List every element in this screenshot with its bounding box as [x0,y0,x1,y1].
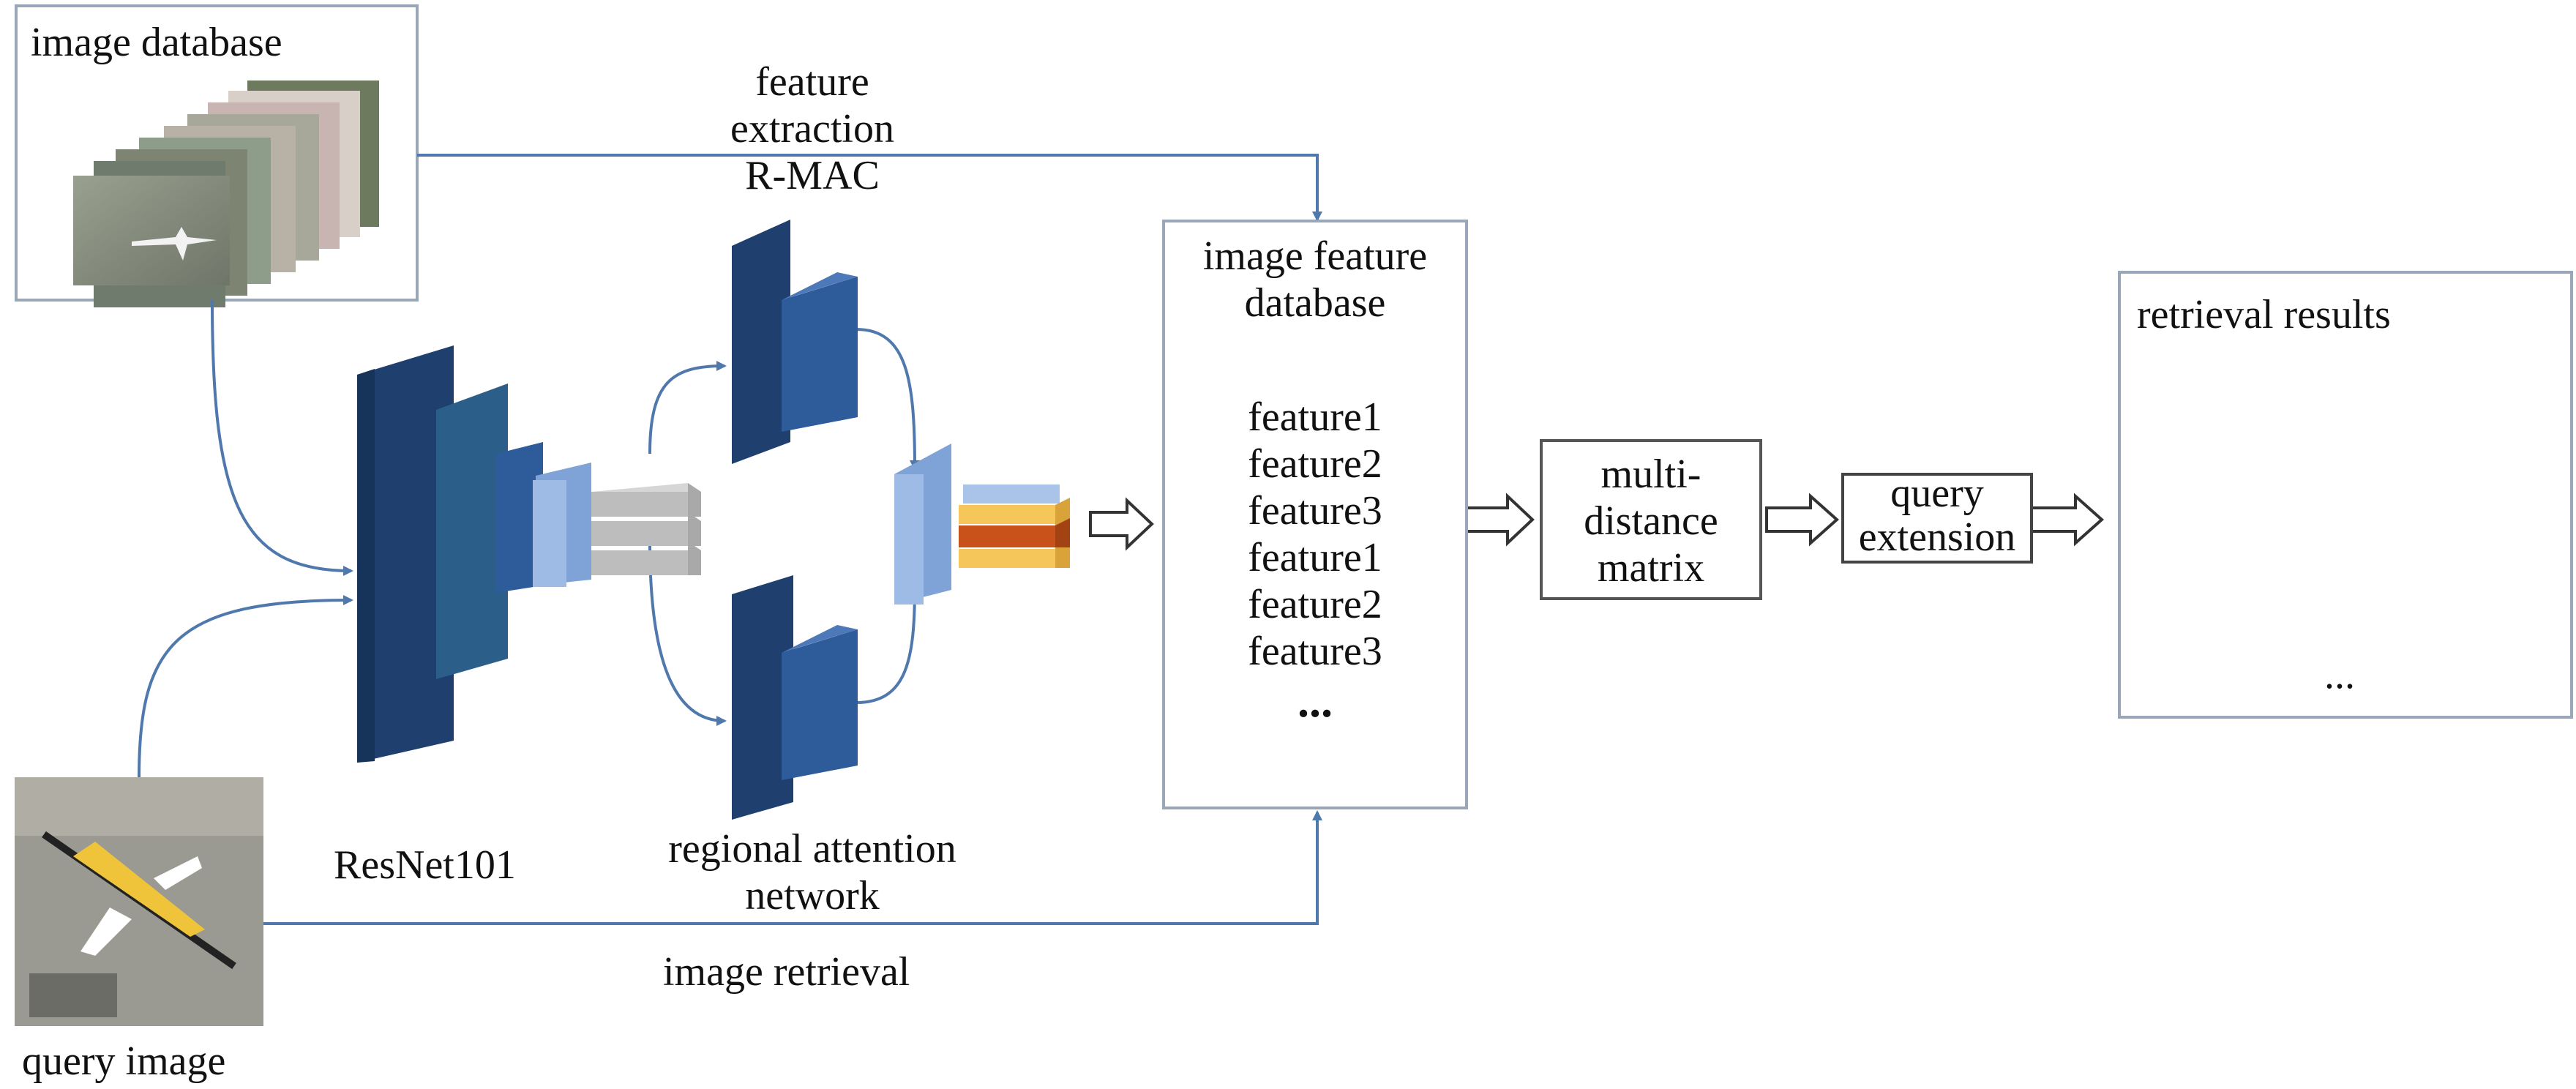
feature-list-ellipsis: ... [1298,675,1333,727]
multi-distance-line-1: multi- [1600,452,1701,497]
feature-item: feature2 [1248,582,1382,627]
multi-distance-matrix-label: multi- distance matrix [1540,451,1762,591]
retrieval-results-label: retrieval results [2137,292,2391,337]
flow-arrows [138,154,1322,925]
database-image-stack [73,81,379,307]
resnet-label: ResNet101 [334,842,516,888]
query-extension-box [1841,473,2033,564]
image-feature-database-box [1162,220,1468,809]
query-extension-line-2: extension [1858,514,2016,560]
image-database-label: image database [31,20,282,65]
gray-feature-blocks [591,483,701,575]
feature-extraction-line-1: feature [755,59,869,105]
feature-list: feature1 feature2 feature3 feature1 feat… [1164,394,1467,725]
feature-extraction-line-3: R-MAC [745,153,880,198]
hollow-arrows [1089,493,2105,551]
query-extension-label: query extension [1841,471,2033,559]
feature-extraction-line-2: extraction [730,106,894,151]
feature-item: feature3 [1248,629,1382,674]
feature-extraction-label: feature extraction R-MAC [688,59,937,199]
regional-attention-label: regional attention network [622,826,1003,919]
image-feature-database-line-2: database [1244,280,1386,326]
multi-distance-line-2: distance [1584,498,1718,544]
retrieval-results-box [2118,271,2573,719]
fused-attention-block [894,444,951,605]
image-feature-database-line-1: image feature [1202,233,1428,279]
attention-branch-lower [732,575,858,820]
attention-branch-upper [732,220,858,464]
feature-item: feature1 [1248,394,1382,440]
query-extension-line-1: query [1890,471,1984,516]
image-retrieval-label: image retrieval [663,949,910,995]
weighted-feature-bars [959,484,1070,568]
feature-item: feature1 [1248,535,1382,580]
regional-attention-line-2: network [745,873,880,918]
feature-item: feature2 [1248,441,1382,487]
multi-distance-matrix-box [1540,439,1762,600]
image-database-panel [15,4,419,307]
query-image [15,777,263,1026]
retrieval-results-ellipsis: ... [2324,652,2355,697]
feature-item: feature3 [1248,488,1382,534]
regional-attention-line-1: regional attention [668,826,956,872]
multi-distance-line-3: matrix [1597,545,1705,591]
image-feature-database-title: image feature database [1164,233,1467,326]
query-image-label: query image [22,1039,226,1084]
resnet101-layers [357,345,591,763]
